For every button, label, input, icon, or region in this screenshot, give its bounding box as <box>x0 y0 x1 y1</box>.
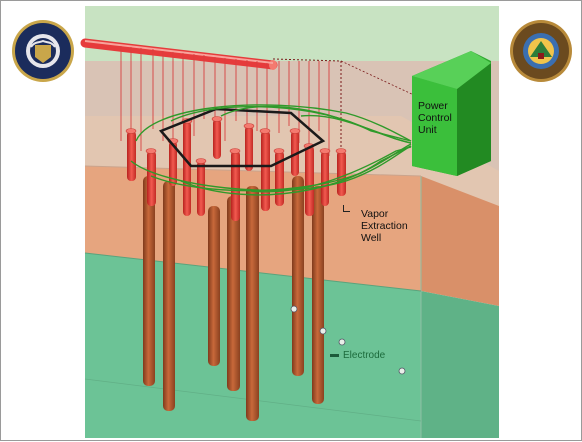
electrode-rod <box>246 186 259 421</box>
electrode-rods <box>143 176 324 421</box>
power-control-unit <box>412 51 491 176</box>
vapor-extraction-well-pointer <box>343 205 350 212</box>
electrode-rod <box>292 176 304 376</box>
power-control-unit-label: Power Control Unit <box>418 100 452 136</box>
navy-environmental-seal-icon <box>501 19 565 83</box>
electrode-rod <box>227 196 240 391</box>
electrode-label: Electrode <box>343 350 386 361</box>
electrode-rod <box>143 176 155 386</box>
electrode-rod <box>312 186 324 404</box>
electrode-legend-mark <box>330 354 339 357</box>
electrode-rod <box>163 181 175 411</box>
electrode-markers <box>290 305 406 375</box>
electrode-rod <box>208 206 220 366</box>
vapor-extraction-well-label: Vapor Extraction Well <box>361 208 408 244</box>
navy-environmental-program-seal <box>510 20 572 82</box>
extraction-wells <box>127 119 346 221</box>
vadose-soil-side <box>421 176 499 306</box>
saturated-zone-side <box>421 291 499 438</box>
department-of-the-navy-seal <box>12 20 74 82</box>
header-pipe <box>80 38 278 70</box>
power-cables <box>130 104 412 196</box>
department-of-the-navy-seal-icon <box>11 19 75 83</box>
